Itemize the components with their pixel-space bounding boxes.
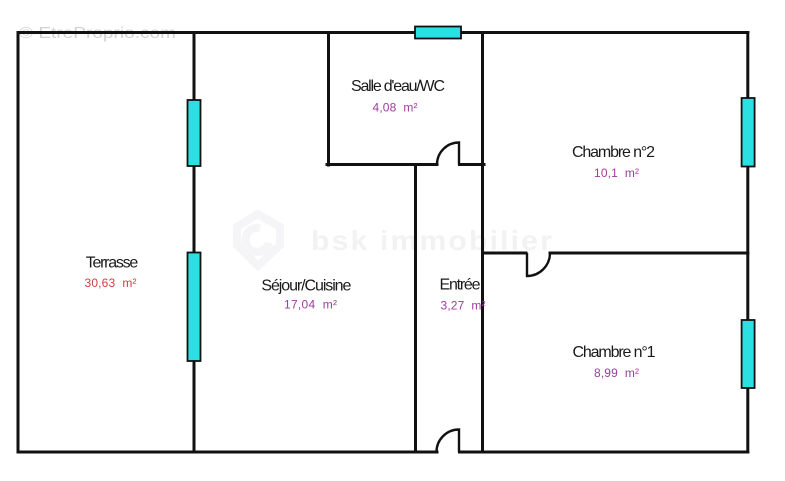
svg-text:Entrée: Entrée [440,277,481,294]
svg-text:Séjour/Cuisine: Séjour/Cuisine [261,278,351,295]
svg-text:30,63 m²: 30,63 m² [85,276,137,290]
svg-text:Salle d'eau/WC: Salle d'eau/WC [351,78,445,95]
svg-text:Chambre n°2: Chambre n°2 [572,144,655,161]
svg-text:4,08 m²: 4,08 m² [373,101,418,115]
svg-text:Chambre n°1: Chambre n°1 [573,344,656,361]
svg-text:10,1 m²: 10,1 m² [594,166,639,180]
svg-text:17,04 m²: 17,04 m² [284,298,337,312]
svg-text:Terrasse: Terrasse [86,255,139,272]
svg-text:3,27 m²: 3,27 m² [441,299,486,313]
svg-text:8,99 m²: 8,99 m² [594,366,639,380]
svg-text:bsk immobilier: bsk immobilier [311,225,554,256]
